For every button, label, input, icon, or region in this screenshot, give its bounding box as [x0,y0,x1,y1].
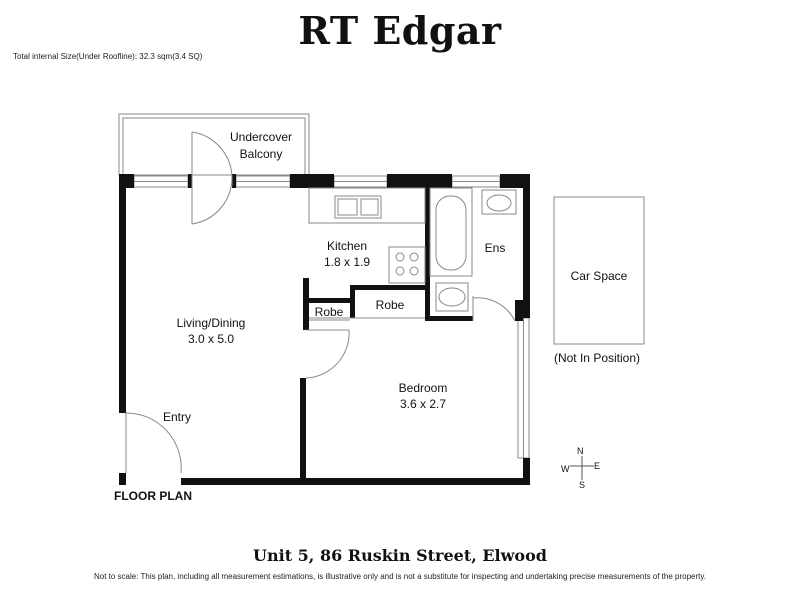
entry-label: Entry [163,410,191,424]
robe-right-label: Robe [376,298,405,312]
internal-size-note: Total internal Size(Under Roofline): 32.… [13,52,203,61]
compass-north: N [577,446,584,456]
walls [119,174,530,485]
floor-plan-label: FLOOR PLAN [114,489,192,503]
compass-west: W [561,464,570,474]
balcony-outline [118,113,310,176]
living-label: Living/Dining [177,316,246,330]
bedroom-dimensions: 3.6 x 2.7 [400,397,446,411]
property-address: Unit 5, 86 Ruskin Street, Elwood [253,546,547,565]
robe-details [309,317,425,321]
compass: N S E W [561,446,600,490]
car-space-note: (Not In Position) [554,351,640,365]
ensuite-fixtures [429,187,517,312]
balcony-label-line1: Undercover [230,130,292,144]
car-space-outline [553,196,645,345]
room-labels: Undercover Balcony Kitchen 1.8 x 1.9 Ens… [163,130,640,424]
brand-title: RT Edgar [298,8,502,53]
car-space-label: Car Space [571,269,628,283]
compass-east: E [594,461,600,471]
living-dimensions: 3.0 x 5.0 [188,332,234,346]
kitchen-fixtures [308,187,426,284]
balcony-label-line2: Balcony [240,147,283,161]
kitchen-dimensions: 1.8 x 1.9 [324,255,370,269]
kitchen-label: Kitchen [327,239,367,253]
ensuite-label: Ens [485,241,506,255]
robe-left-label: Robe [315,305,344,319]
bedroom-label: Bedroom [399,381,448,395]
compass-south: S [579,480,585,490]
doors [125,131,516,474]
disclaimer: Not to scale: This plan, including all m… [93,572,707,581]
